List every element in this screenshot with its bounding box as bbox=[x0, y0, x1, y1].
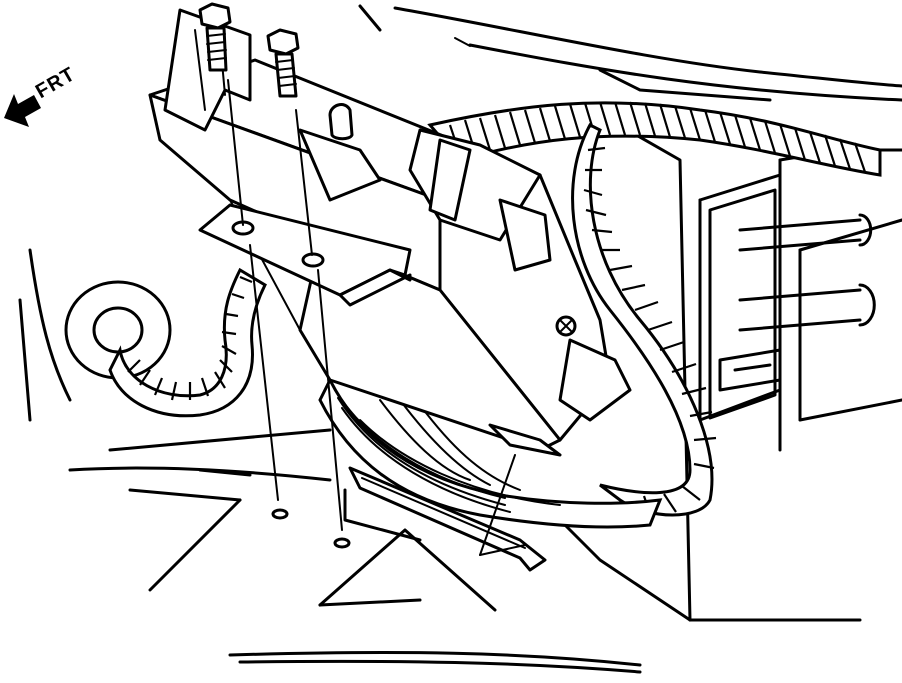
grommet-harness bbox=[64, 267, 267, 418]
control-module bbox=[148, 8, 632, 457]
arrow-left-icon bbox=[4, 94, 41, 127]
mounting-bracket bbox=[198, 203, 412, 307]
loop-wire-harness bbox=[571, 123, 717, 517]
bolt-left bbox=[198, 2, 289, 520]
lower-wire-bundle bbox=[318, 376, 663, 529]
tab-alignment-line bbox=[479, 454, 526, 556]
bolt-right bbox=[266, 28, 351, 549]
